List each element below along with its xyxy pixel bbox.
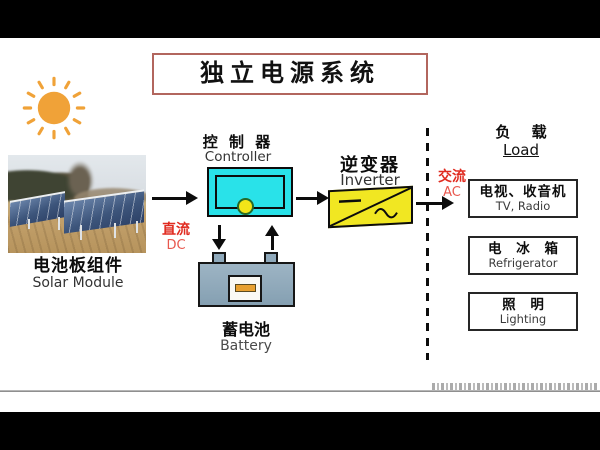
load-tv-radio-zh: 电视、收音机	[479, 183, 567, 200]
inverter-box	[328, 185, 413, 229]
load-box-refrigerator: 电 冰 箱 Refrigerator	[468, 236, 578, 275]
inverter-symbol	[329, 186, 412, 228]
load-heading-en: Load	[503, 140, 539, 159]
ac-label-en: AC	[443, 184, 461, 200]
battery-window-bar	[235, 284, 256, 292]
solar-module-label-en: Solar Module	[32, 275, 124, 292]
arrow-shaft	[416, 201, 443, 205]
load-lighting-en: Lighting	[499, 311, 547, 326]
battery-label-en: Battery	[220, 337, 272, 354]
arrow-shaft	[217, 225, 221, 240]
dc-label: 直流 DC	[154, 222, 198, 253]
load-heading-zh: 负 载	[495, 123, 555, 141]
battery-terminal-left	[212, 252, 226, 263]
controller-label: 控 制 器 Controller	[188, 134, 288, 165]
load-tv-radio-en: TV, Radio	[495, 198, 551, 213]
arrow-shaft	[152, 196, 187, 200]
arrow-shaft	[296, 196, 318, 200]
load-heading: 负 载 Load	[471, 124, 571, 159]
controller-inner-panel	[215, 175, 285, 215]
load-box-lighting: 照 明 Lighting	[468, 292, 578, 331]
watermark-smudge	[432, 383, 598, 390]
controller-box	[207, 167, 293, 217]
load-box-tv-radio: 电视、收音机 TV, Radio	[468, 179, 578, 218]
solar-module-label: 电池板组件 Solar Module	[0, 256, 156, 292]
arrow-shaft	[270, 235, 274, 250]
dc-label-en: DC	[166, 237, 186, 253]
load-refrigerator-zh: 电 冰 箱	[488, 240, 563, 257]
bottom-letterbox-bar	[0, 412, 600, 450]
solar-panels-photo	[8, 155, 146, 253]
footer-divider-line	[0, 390, 600, 392]
battery-label-window	[228, 275, 262, 302]
arrow-head	[186, 191, 198, 205]
controller-indicator-light	[237, 198, 254, 215]
battery-label-zh: 蓄电池	[221, 320, 270, 339]
controller-label-en: Controller	[204, 148, 272, 165]
ac-side-dashed-divider	[426, 128, 429, 360]
battery-box	[198, 262, 295, 307]
top-letterbox-bar	[0, 0, 600, 38]
ac-label-zh: 交流	[438, 169, 466, 185]
arrow-inverter-to-load	[416, 196, 454, 210]
load-lighting-zh: 照 明	[502, 296, 549, 313]
sun-icon	[22, 76, 86, 140]
arrow-controller-to-inverter	[296, 191, 329, 205]
inverter-label-en: Inverter	[340, 171, 400, 190]
inverter-label-zh: 逆变器	[340, 155, 400, 176]
battery-terminal-right	[264, 252, 278, 263]
battery-label: 蓄电池 Battery	[196, 321, 296, 355]
arrow-head	[442, 196, 454, 210]
photo-array-leg	[58, 217, 60, 230]
arrow-head	[212, 239, 226, 250]
inverter-label: 逆变器 Inverter	[318, 155, 422, 190]
photo-array-leg	[80, 225, 82, 240]
solar-module-label-zh: 电池板组件	[33, 256, 123, 276]
photo-array-leg	[114, 223, 116, 238]
photo-array-leg	[136, 221, 138, 233]
arrow-solar-to-controller	[152, 191, 198, 205]
photo-array-leg	[28, 219, 30, 229]
ac-label: 交流 AC	[431, 169, 473, 200]
arrow-head	[317, 191, 329, 205]
arrow-battery-to-controller	[265, 225, 279, 250]
controller-label-zh: 控 制 器	[202, 133, 274, 151]
arrow-controller-to-battery	[212, 225, 226, 250]
arrow-head	[265, 225, 279, 236]
dc-label-zh: 直流	[162, 222, 190, 238]
load-refrigerator-en: Refrigerator	[488, 255, 558, 270]
diagram-title: 独立电源系统	[152, 53, 428, 95]
